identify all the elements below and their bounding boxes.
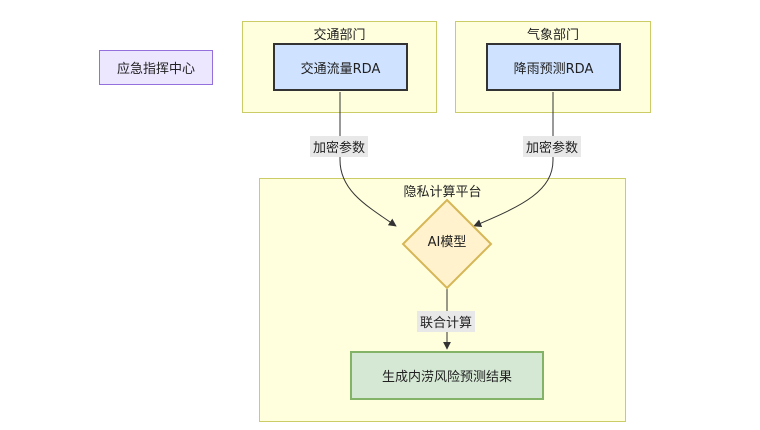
- privacy-platform-title: 隐私计算平台: [403, 185, 482, 200]
- edge-label-joint: 联合计算: [417, 311, 476, 332]
- edge-label-rain: 加密参数: [523, 136, 582, 157]
- edge-rain-to-ai: [473, 92, 554, 227]
- traffic-rda-label: 交通流量RDA: [300, 61, 381, 77]
- emergency-center-node[interactable]: 应急指挥中心: [99, 50, 213, 85]
- ai-model-label: AI模型: [427, 235, 467, 250]
- edge-traffic-to-ai: [339, 92, 397, 227]
- result-node[interactable]: 生成内涝风险预测结果: [350, 351, 544, 400]
- traffic-rda-node[interactable]: 交通流量RDA: [273, 43, 408, 91]
- traffic-dept-title: 交通部门: [313, 28, 366, 43]
- rain-rda-label: 降雨预测RDA: [513, 61, 594, 77]
- edge-label-traffic: 加密参数: [310, 136, 369, 157]
- rain-rda-node[interactable]: 降雨预测RDA: [486, 43, 621, 91]
- weather-dept-title: 气象部门: [526, 28, 579, 43]
- result-label: 生成内涝风险预测结果: [381, 370, 512, 385]
- emergency-center-label: 应急指挥中心: [116, 62, 195, 77]
- ai-model-node[interactable]: [401, 198, 493, 290]
